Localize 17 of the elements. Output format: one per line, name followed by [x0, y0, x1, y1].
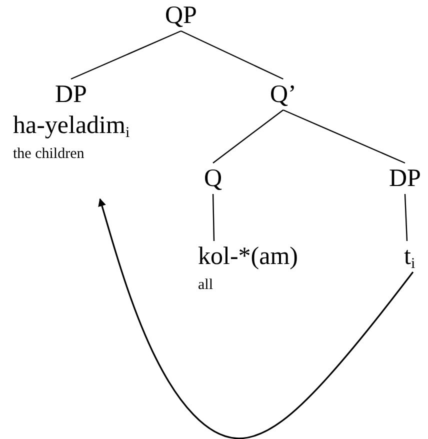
tree-branch — [282, 109, 406, 164]
tree-branch — [404, 194, 408, 242]
tree-branch — [212, 194, 215, 242]
gloss-text: all — [198, 276, 214, 294]
word-label: t$_{i}$ — [404, 243, 416, 270]
gloss-text: the children — [13, 145, 86, 163]
tree-branch — [70, 30, 182, 80]
movement-arrow — [98, 198, 414, 439]
word-label: kol-*(am) — [198, 243, 298, 270]
phrase-label: QP — [165, 2, 197, 29]
phrase-label: DP — [389, 165, 421, 192]
tree-branch — [212, 110, 284, 164]
phrase-label: Q’ — [270, 81, 296, 108]
word-label: ha-yeladim$_{i}$ — [13, 112, 130, 139]
phrase-label: Q — [204, 165, 222, 192]
tree-branch — [180, 30, 284, 80]
phrase-label: DP — [55, 81, 87, 108]
